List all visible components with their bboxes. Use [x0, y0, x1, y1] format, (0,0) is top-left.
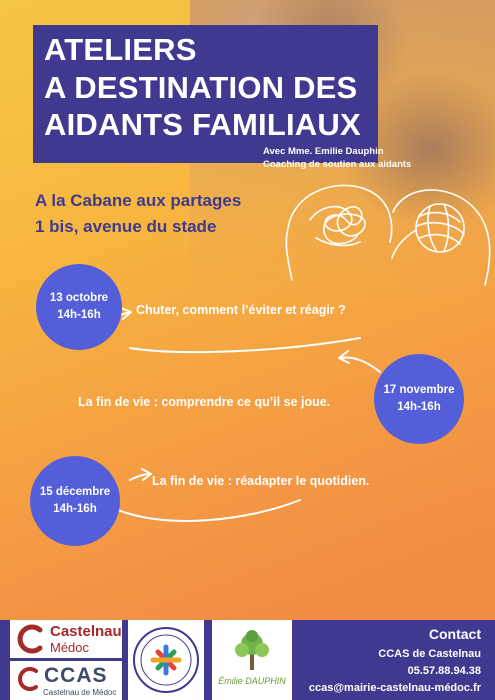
- subtitle-speaker: Avec Mme. Emilie Dauphin: [263, 146, 384, 157]
- title-box: [33, 25, 378, 163]
- contact-title: Contact: [428, 626, 481, 642]
- session-3-topic: La fin de vie : réadapter le quotidien.: [152, 474, 370, 488]
- title-line-3: AIDANTS FAMILIAUX: [44, 107, 361, 142]
- ccas-logo-line2: Castelnau de Médoc: [43, 688, 117, 697]
- contact-org: CCAS de Castelnau: [378, 648, 481, 660]
- conference-financeurs-emblem-icon: [133, 627, 199, 693]
- emilie-dauphin-logo: Émilie DAUPHIN: [212, 620, 292, 700]
- subtitle-role: Coaching de soutien aux aidants: [263, 159, 412, 170]
- castelnau-logo-line2: Médoc: [50, 640, 90, 655]
- session-1-time: 14h-16h: [57, 309, 101, 321]
- session-3-date: 15 décembre: [39, 486, 111, 498]
- session-3-date-badge: 15 décembre 14h-16h: [30, 456, 120, 546]
- conference-financeurs-logo: [128, 620, 204, 700]
- session-1-topic: Chuter, comment l’éviter et réagir ?: [136, 303, 346, 317]
- location-venue: A la Cabane aux partages: [35, 191, 242, 210]
- location-address: 1 bis, avenue du stade: [35, 217, 217, 236]
- ccas-logo-line1: CCAS: [44, 664, 108, 687]
- session-1-date-badge: 13 octobre 14h-16h: [36, 264, 122, 350]
- title-line-1: ATELIERS: [44, 32, 197, 67]
- session-2-time: 14h-16h: [397, 401, 441, 413]
- castelnau-logo: Castelnau Médoc: [10, 620, 122, 658]
- tree-icon: [235, 630, 269, 670]
- session-1-date: 13 octobre: [49, 292, 109, 304]
- contact-email[interactable]: ccas@mairie-castelnau-médoc.fr: [308, 682, 481, 694]
- emilie-dauphin-logo-text: Émilie DAUPHIN: [218, 676, 286, 686]
- ccas-emblem-icon: [18, 667, 38, 691]
- session-2-topic: La fin de vie : comprendre ce qu’il se j…: [78, 395, 331, 409]
- castelnau-logo-line1: Castelnau: [50, 623, 122, 640]
- session-3-time: 14h-16h: [53, 503, 97, 515]
- title-line-2: A DESTINATION DES: [44, 70, 358, 105]
- heads-illustration: [285, 184, 491, 286]
- session-2-date-badge: 17 novembre 14h-16h: [374, 354, 464, 444]
- contact-phone: 05.57.88.94.38: [407, 665, 481, 677]
- ccas-logo: CCAS Castelnau de Médoc: [10, 661, 122, 700]
- castelnau-emblem-icon: [17, 624, 43, 654]
- session-2-date: 17 novembre: [383, 384, 455, 396]
